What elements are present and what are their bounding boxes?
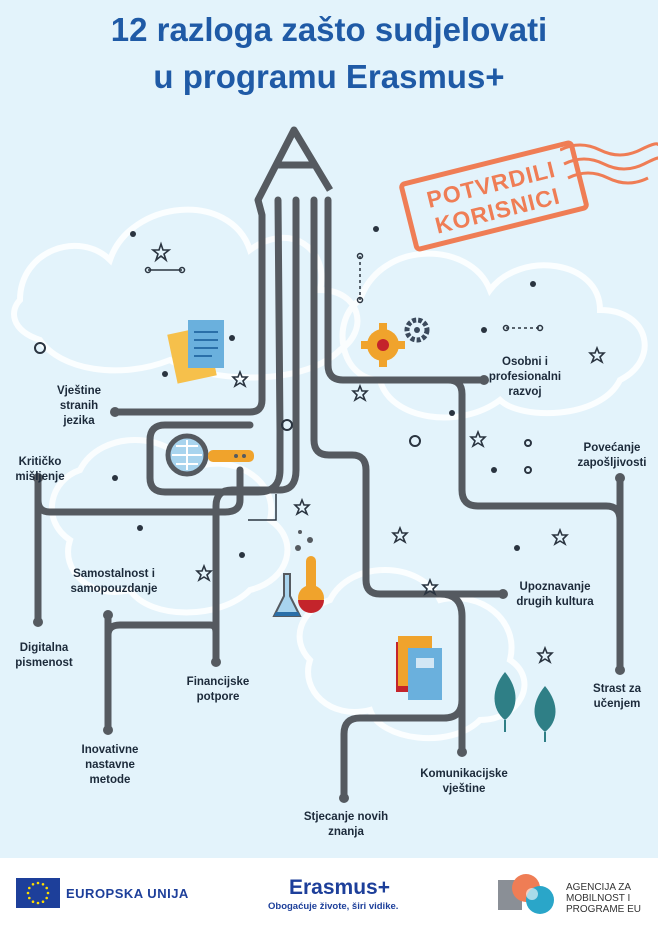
- erasmus-logo-name: Erasmus+: [289, 876, 390, 899]
- title-line-1: 12 razloga zašto sudjelovati: [110, 11, 548, 48]
- gear-icon: [361, 317, 430, 367]
- reason-line: pismenost: [15, 657, 73, 669]
- footer: EUROPSKA UNIJA Erasmus+ Obogaćuje živote…: [0, 858, 658, 931]
- agency-line: AGENCIJA ZA: [566, 882, 632, 893]
- stamp-wave-lines: [560, 142, 658, 185]
- reason-line: Osobni i: [502, 356, 548, 368]
- illustration: [11, 126, 648, 803]
- reason-innovative-methods: Inovativne nastavne metode: [74, 743, 146, 788]
- documents-icon: [167, 320, 224, 384]
- path-end-dots: [33, 375, 625, 803]
- reason-line: profesionalni: [488, 371, 562, 383]
- reason-communication-skills: Komunikacijske vještine: [414, 767, 514, 797]
- page-title: 12 razloga zašto sudjelovati u programu …: [0, 6, 658, 100]
- reason-line: nastavne: [85, 759, 135, 771]
- reason-line: vještine: [442, 783, 486, 795]
- reason-financial-support: Financijske potpore: [180, 675, 256, 705]
- reason-line: mišljenje: [15, 471, 65, 483]
- reason-new-knowledge: Stjecanje novih znanja: [296, 810, 396, 840]
- reason-line: učenjem: [593, 698, 641, 710]
- reason-line: Samostalnost i: [73, 568, 155, 580]
- reason-line: Financijske: [186, 676, 250, 688]
- leaves-icon: [494, 672, 556, 742]
- star-icon: [150, 241, 606, 664]
- reason-line: Strast za: [593, 683, 641, 695]
- reason-personal-development: Osobni i profesionalni razvoj: [484, 355, 566, 400]
- reason-line: Upoznavanje: [519, 581, 591, 593]
- reason-line: Komunikacijske: [420, 768, 508, 780]
- reason-line: potpore: [196, 691, 240, 703]
- reason-line: Inovativne: [81, 744, 139, 756]
- reason-independence: Samostalnost i samopouzdanje: [66, 567, 162, 597]
- reason-line: Stjecanje novih: [303, 811, 389, 823]
- paths: [34, 196, 624, 802]
- reason-other-cultures: Upoznavanje drugih kultura: [510, 580, 600, 610]
- reason-digital-literacy: Digitalna pismenost: [8, 641, 80, 671]
- lab-flask-icon: [272, 530, 324, 617]
- title-line-2: u programu Erasmus+: [153, 58, 505, 95]
- reason-line: razvoj: [508, 386, 542, 398]
- eu-flag-icon: [16, 878, 60, 908]
- reason-line: stranih: [59, 400, 99, 412]
- reason-line: Digitalna: [19, 642, 69, 654]
- erasmus-slogan: Obogaćuje živote, širi vidike.: [268, 901, 399, 912]
- reason-line: Povećanje: [583, 442, 641, 454]
- reason-employability: Povećanje zapošljivosti: [572, 441, 652, 471]
- pencil-icon: [254, 126, 334, 202]
- decorative-rings: [34, 342, 532, 474]
- reason-line: Vještine: [56, 385, 102, 397]
- decorative-dots: [112, 226, 536, 558]
- reason-line: zapošljivosti: [577, 457, 647, 469]
- agency-line: MOBILNOST I: [566, 893, 631, 904]
- reason-foreign-languages: Vještine stranih jezika: [46, 384, 112, 429]
- books-icon: [396, 636, 442, 700]
- decorative-links: [144, 252, 544, 521]
- reason-line: samopouzdanje: [70, 583, 158, 595]
- reason-line: jezika: [63, 415, 95, 427]
- agency-name: AGENCIJA ZA MOBILNOST I PROGRAME EU: [566, 882, 641, 915]
- reason-line: znanja: [328, 826, 364, 838]
- reason-critical-thinking: Kritičko mišljenje: [10, 455, 70, 485]
- agency-logo-icon: [498, 874, 554, 914]
- reason-line: metode: [89, 774, 131, 786]
- reason-line: Kritičko: [18, 456, 62, 468]
- magnifier-icon: [165, 433, 254, 477]
- agency-line: PROGRAME EU: [566, 904, 642, 915]
- reason-line: drugih kultura: [516, 596, 594, 608]
- reason-learning-passion: Strast za učenjem: [584, 682, 650, 712]
- eu-label: EUROPSKA UNIJA: [66, 886, 189, 901]
